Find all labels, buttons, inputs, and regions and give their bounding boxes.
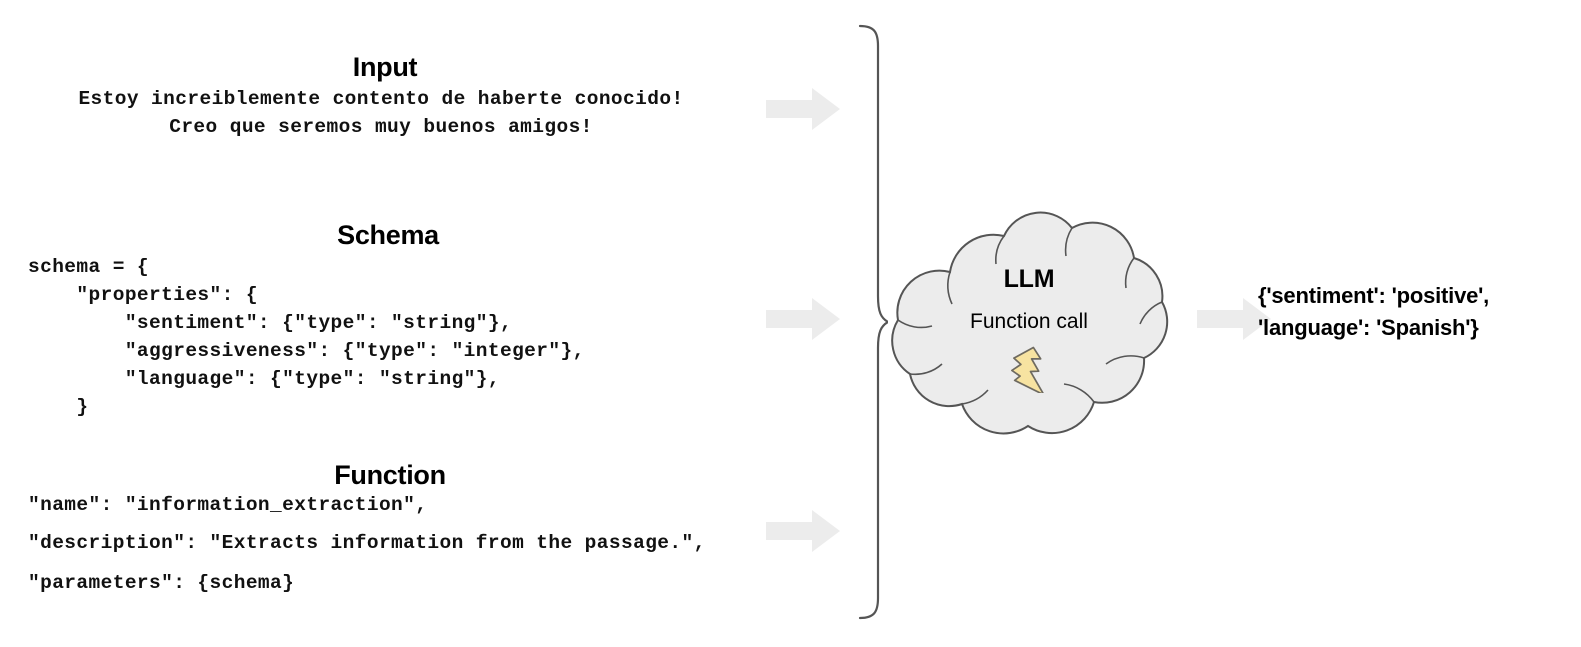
- input-text-line-1: Estoy increiblemente contento de haberte…: [78, 88, 684, 110]
- lightning-bolt-icon: [1006, 343, 1056, 393]
- schema-section-heading: Schema: [337, 220, 439, 250]
- arrow-function-to-llm-icon: [766, 510, 840, 552]
- function-code-line-1: "name": "information_extraction",: [28, 494, 428, 516]
- output-text-line-1: {'sentiment': 'positive',: [1258, 283, 1490, 308]
- arrow-schema-to-llm-icon: [766, 298, 840, 340]
- schema-code-line-1: schema = {: [28, 256, 150, 278]
- llm-cloud-shape: [876, 198, 1182, 440]
- arrow-input-to-llm-icon: [766, 88, 840, 130]
- input-text-line-2: Creo que seremos muy buenos amigos!: [169, 116, 593, 138]
- function-code-line-2: "description": "Extracts information fro…: [28, 532, 706, 554]
- schema-code-line-6: }: [28, 396, 89, 418]
- schema-code-line-3: "sentiment": {"type": "string"},: [28, 312, 513, 334]
- function-call-label: Function call: [970, 310, 1088, 333]
- schema-code-line-2: "properties": {: [28, 284, 258, 306]
- schema-code-line-5: "language": {"type": "string"},: [28, 368, 500, 390]
- schema-code-line-4: "aggressiveness": {"type": "integer"},: [28, 340, 585, 362]
- function-code-line-3: "parameters": {schema}: [28, 572, 295, 594]
- grouping-brace-icon: [832, 24, 888, 620]
- input-section-heading: Input: [352, 52, 418, 82]
- output-text-line-2: 'language': 'Spanish'}: [1258, 315, 1479, 340]
- llm-title: LLM: [1003, 265, 1055, 293]
- function-section-heading: Function: [334, 460, 446, 490]
- arrow-llm-to-output-icon: [1197, 298, 1271, 340]
